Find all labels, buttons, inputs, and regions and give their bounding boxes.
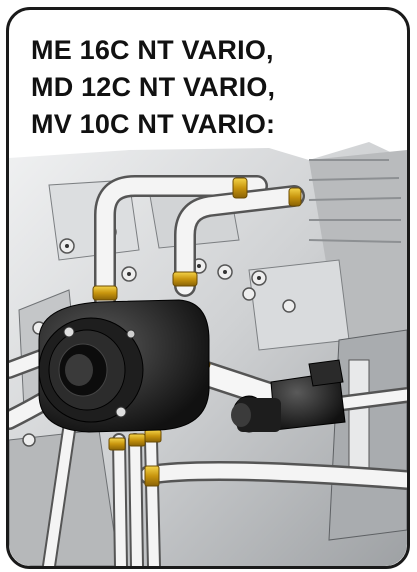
model-title: ME 16C NT VARIO, MD 12C NT VARIO, MV 10C… <box>31 32 401 143</box>
black-valve-body <box>38 299 210 433</box>
title-line-2: MD 12C NT VARIO, <box>31 72 276 102</box>
card-frame: ME 16C NT VARIO, MD 12C NT VARIO, MV 10C… <box>6 7 410 569</box>
title-line-3: MV 10C NT VARIO: <box>31 109 276 139</box>
engine-block-illustration <box>9 142 407 566</box>
title-line-1: ME 16C NT VARIO, <box>31 35 274 65</box>
